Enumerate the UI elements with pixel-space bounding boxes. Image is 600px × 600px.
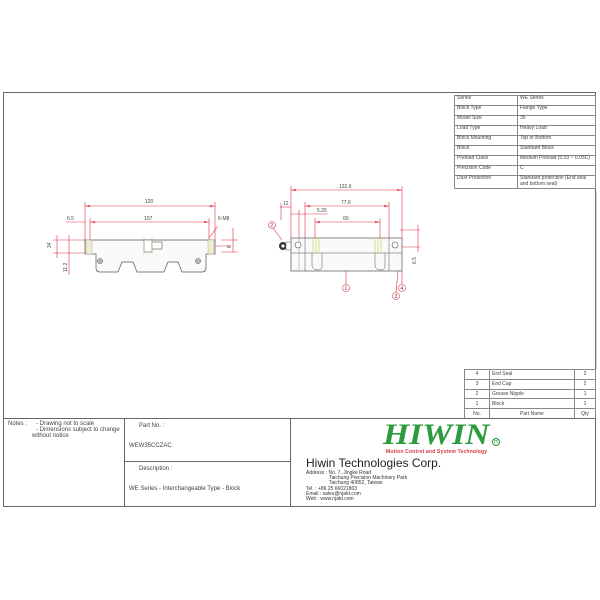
part-number-value: WEW35CCZAC	[129, 443, 172, 449]
note-item: - Drawing not to scale	[36, 421, 95, 427]
part-no: 2	[464, 388, 490, 400]
dim-77-6: 77.6	[341, 200, 351, 206]
balloon-4: 4	[401, 286, 404, 292]
balloon-2: 2	[271, 223, 274, 229]
part-number-label: Part No. :	[139, 423, 165, 429]
dim-60: 60	[343, 216, 349, 222]
dim-120: 120	[145, 199, 154, 205]
part-name: Block	[489, 398, 575, 410]
dim-107: 107	[144, 216, 153, 222]
grease-nipple	[143, 237, 163, 254]
company-tel: Tel. : +86 25 66021803	[306, 485, 358, 492]
title-block	[3, 418, 596, 507]
dim-6-5: 6.5	[412, 257, 418, 264]
company-name: Hiwin Technologies Corp.	[306, 456, 442, 470]
dim-6-m8: 6-M8	[218, 216, 230, 222]
dim-6-5: 6.5	[67, 216, 74, 222]
parts-header-no: No.	[464, 408, 490, 419]
parts-header-name: Part Name	[489, 408, 575, 419]
spec-value: Standard protection (End seal and bottom…	[517, 175, 596, 189]
note-item: - Dimensions subject to change	[36, 427, 120, 433]
company-web: Web : www.njakt.com	[306, 496, 354, 503]
balloon-1: 1	[345, 286, 348, 292]
balloon-3: 3	[395, 294, 398, 300]
part-qty: 2	[574, 378, 596, 390]
company-tagline: Motion Control and System Technology	[386, 449, 488, 455]
company-email: Email : sales@njakt.com	[306, 490, 361, 497]
dim-8: 8	[227, 245, 233, 248]
drawing-frame	[3, 92, 596, 507]
front-view: 120 107 6.5 6-M8 34 11.2 8	[47, 199, 238, 275]
part-number-section: Part No. : WEW35CCZAC	[125, 418, 291, 462]
hiwin-logo: HIWIN	[383, 418, 490, 451]
side-view: 1 2 3 4 132.6 77.6 60 5.25 12 6.5	[268, 184, 420, 300]
description-label: Description :	[139, 466, 173, 472]
dim-11-2: 11.2	[63, 262, 69, 272]
registered-mark-icon: R	[492, 438, 500, 446]
address-line: Taichung 40852, Taiwan	[329, 480, 383, 487]
company-section: HIWIN R Motion Control and System Techno…	[291, 418, 596, 507]
description-section: Description : WE Series - Interchangeabl…	[125, 462, 291, 507]
dim-132-6: 132.6	[339, 184, 352, 190]
part-name: Grease Nipple	[489, 388, 575, 400]
part-qty: 2	[574, 369, 596, 380]
part-no: 3	[464, 378, 490, 390]
notes-section: Notes : - Drawing not to scale - Dimensi…	[3, 418, 125, 507]
dim-12: 12	[283, 201, 289, 207]
notes-list: - Drawing not to scale - Dimensions subj…	[32, 421, 120, 439]
note-item: without notice	[32, 433, 69, 439]
dim-5-25: 5.25	[317, 208, 327, 214]
company-address: Address : No. 7, Jingke Road Taichung Pr…	[306, 470, 408, 503]
part-name: End Seal	[489, 369, 575, 380]
part-no: 4	[464, 369, 490, 380]
notes-label: Notes :	[8, 421, 28, 427]
dim-34: 34	[47, 242, 53, 248]
description-value: WE Series - Interchangeable Type - Block	[129, 486, 241, 492]
address-line: Taichung Precision Machinery Park	[329, 475, 408, 482]
part-qty: 1	[574, 388, 596, 400]
address-line: Address : No. 7, Jingke Road	[306, 470, 372, 476]
part-qty: 1	[574, 398, 596, 410]
part-no: 1	[464, 398, 490, 410]
parts-header-qty: Qty	[574, 408, 596, 419]
part-name: End Cap	[489, 378, 575, 390]
